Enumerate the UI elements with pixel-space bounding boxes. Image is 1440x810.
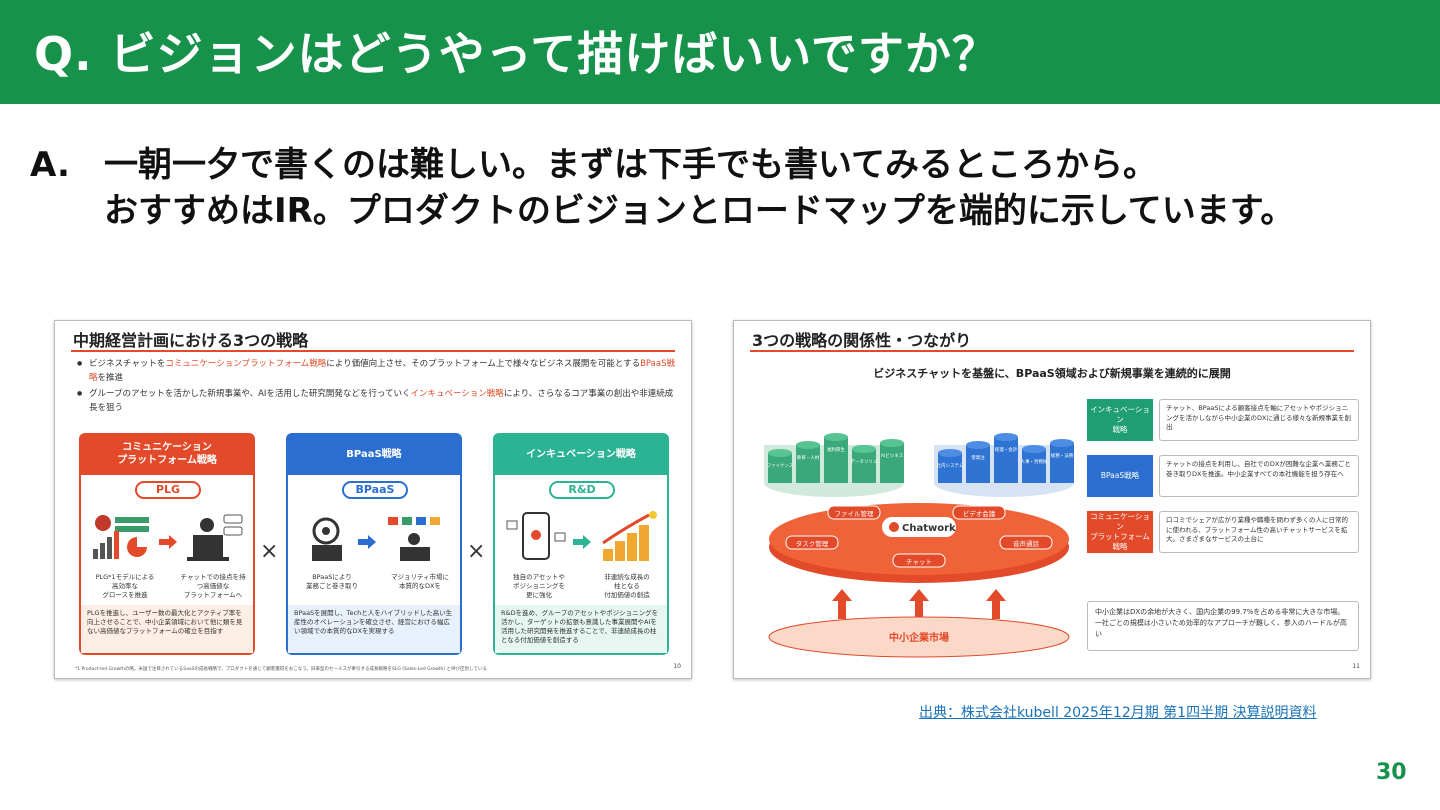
strategy-column-incubation: インキュベーション戦略 R&D 独自のアセットや ポジショニングを 更に強化 非… [493,433,669,655]
chatwork-logo: Chatwork [902,523,956,534]
column-footer: BPaaSを展開し、Techと人をハイブリッドした高い生産性のオペレーションを確… [288,605,460,653]
pillar-label: ファイナンス [767,463,794,469]
slide-page-number: 11 [1352,663,1360,670]
pillar [768,453,792,483]
page-title: Q. ビジョンはどうやって描けばいいですか？ [34,27,999,81]
page-number: 30 [1376,760,1407,785]
pillar-top [966,441,990,449]
bpaas-illustration-icon [312,517,440,561]
column-caption: BPaaSにより 業務ごと巻き取り [306,573,358,590]
column-caption: PLG*1モデルによる 高効率な グロースを推進 [95,573,155,599]
pillar [1022,449,1046,483]
feature-pill [892,553,946,568]
source-link[interactable]: 出典：株式会社kubell 2025年12月期 第1四半期 決算説明資料 [919,705,1317,721]
feature-pill [952,505,1006,520]
market-label: 中小企業市場 [889,631,949,644]
pillar [796,445,820,483]
strategy-label-communication: コミュニケーション プラットフォーム 戦略 [1087,511,1153,553]
pillar-top [824,433,848,441]
feature-pill [785,535,839,550]
feature-pill [999,535,1053,550]
feature-label: 音声通話 [1013,539,1040,548]
multiply-icon: × [260,539,279,564]
column-pill: PLG [135,481,201,499]
pillar [880,443,904,483]
bullet-list: ビジネスチャットをコミュニケーションプラットフォーム戦略により価値向上させ、その… [77,357,677,417]
slide-thumbnail-relationships: 3つの戦略の関係性・つながり ビジネスチャットを基盤に、BPaaS領域および新規… [733,320,1371,679]
pillar [1050,443,1074,483]
feature-label: ビデオ会議 [963,509,996,518]
pillar-top [994,433,1018,441]
title-bar: Q. ビジョンはどうやって描けばいいですか？ [0,0,1440,104]
column-caption: チャットでの接点を持 つ高価値な プラットフォームへ [180,573,246,599]
pillar-label: AIビジネス [881,452,904,459]
slide-title: 3つの戦略の関係性・つながり [752,331,972,350]
rnd-illustration-icon [506,511,657,561]
pillar-top [768,449,792,457]
column-pill: BPaaS [342,481,408,499]
column-header: コミュニケーション プラットフォーム戦略 [79,433,255,475]
strategy-column-bpaas: BPaaS戦略 BPaaS BPaaSにより 業務ごと巻き取り マジョリティ市場… [286,433,462,655]
answer-label: A. [30,145,70,185]
bullet-item: グループのアセットを活かした新規事業や、AIを活用した研究開発などを行っていくイ… [77,387,677,415]
pillar-top [1050,439,1074,447]
pillar-label: 受発注 [971,454,985,461]
growth-illustration-icon [93,514,243,561]
pillar-top [1022,445,1046,453]
pillar-label: 総務・法務 [1051,452,1074,459]
feature-label: ファイル管理 [835,509,875,518]
column-footer: PLGを推進し、ユーザー数の最大化とアクティブ率を向上させることで、中小企業領域… [81,605,253,653]
strategy-label-bpaas: BPaaS戦略 [1087,455,1153,497]
title-underline [71,350,675,352]
slide-page-number: 10 [673,663,681,670]
pillar-label: 社内システム [937,462,964,469]
slide-thumbnail-strategies: 中期経営計画における3つの戦略 ビジネスチャットをコミュニケーションプラットフォ… [54,320,692,679]
feature-pill [827,505,881,520]
feature-label: チャット [906,558,932,566]
pillar-label: 教育・人材 [797,454,820,461]
answer-line-1: 一朝一夕で書くのは難しい。まずは下手でも書いてみるところから。 [104,145,1157,185]
column-pill: R&D [549,481,615,499]
pillar-top [880,439,904,447]
multiply-icon: × [467,539,486,564]
pillar-top [796,441,820,449]
strategy-description: チャットの接点を利用し、自社でのDXが困難な企業へ業務ごと巻き取りDXを推進。中… [1159,455,1359,497]
pillar [824,437,848,483]
slide-subheading: ビジネスチャットを基盤に、BPaaS領域および新規事業を連続的に展開 [873,367,1231,380]
pillar-top [852,445,876,453]
strategy-description: 口コミでシェアが広がり業種や職種を問わず多くの人に日常的に使われる、プラットフォ… [1159,511,1359,553]
pillar-top [938,449,962,457]
pillar-label: 人事・労務採 [1021,458,1048,465]
strategy-label-incubation: インキュベーション 戦略 [1087,399,1153,441]
pillar [852,449,876,483]
pillar-label: データソリュ [851,458,878,465]
column-caption: 非連続な成長の 柱となる 付加価値の創造 [604,573,650,599]
column-header: BPaaS戦略 [286,433,462,475]
title-underline [750,350,1354,352]
column-caption: 独自のアセットや ポジショニングを 更に強化 [513,573,565,599]
bullet-item: ビジネスチャットをコミュニケーションプラットフォーム戦略により価値向上させ、その… [77,357,677,385]
strategy-column-communication: コミュニケーション プラットフォーム戦略 PLG PLG*1モデルによる 高効率… [79,433,255,655]
column-header: インキュベーション戦略 [493,433,669,475]
answer-line-2: おすすめはIR。プロダクトのビジョンとロードマップを端的に示しています。 [104,191,1295,231]
column-caption: マジョリティ市場に 本質的なDXを [390,573,450,590]
pillar [966,445,990,483]
pillar-label: 福利厚生 [827,446,845,453]
market-description: 中小企業はDXの余地が大きく、国内企業の99.7%を占める非常に大きな市場。一社… [1087,601,1359,651]
strategy-description: チャット、BPaaSによる顧客接点を軸にアセットやポジショニングを活かしながら中… [1159,399,1359,441]
column-footer: R&Dを進め、グループのアセットやポジショニングを活かし、ターゲットの拡張も意識… [495,605,667,653]
slide-title: 中期経営計画における3つの戦略 [73,331,309,350]
upward-arrows-icon [832,589,1006,619]
feature-label: タスク管理 [796,539,829,548]
pillar [938,453,962,483]
pillar [994,437,1018,483]
pillar-label: 経理・会計 [995,446,1018,453]
slide-footnote: *1 Product-led Growthの略。米国で注目されているSaaSの成… [75,667,487,672]
